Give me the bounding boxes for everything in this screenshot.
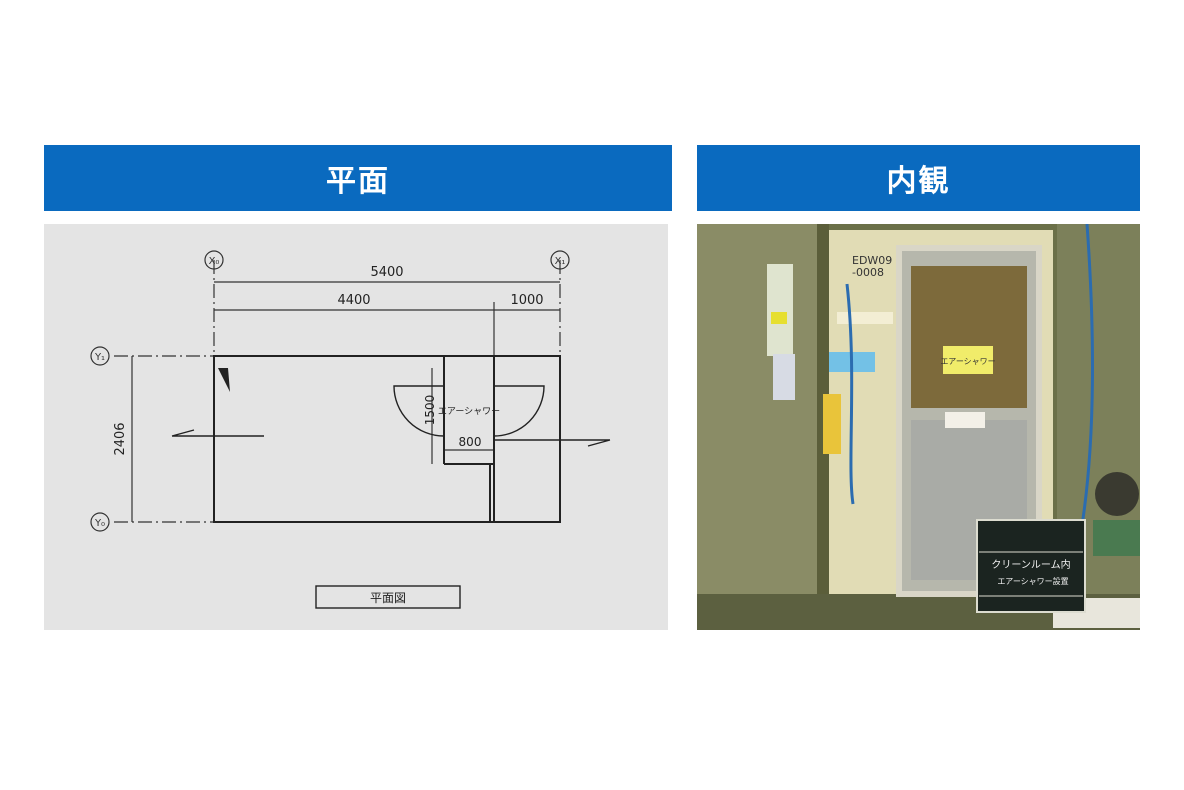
- room-outline: [213, 355, 561, 523]
- blackboard-line-2: エアーシャワー設置: [997, 576, 1068, 586]
- interior-panel-header: 内観: [697, 145, 1140, 211]
- grid-marker-x0: [204, 250, 224, 270]
- plan-caption: 平面図: [370, 591, 406, 605]
- floor-plan-drawing: X₀ X₁ Y₁ Y₀ 5400 4400 1000 2406 1500 800…: [44, 224, 668, 630]
- door-sign-text: エアーシャワー: [940, 357, 995, 366]
- grid-marker-y0: [90, 512, 110, 532]
- dim-side: 1000: [510, 293, 543, 308]
- door-code-line-1: EDW09: [852, 254, 892, 267]
- grid-label-y0: Y₀: [94, 518, 105, 529]
- dim-height: 2406: [113, 422, 128, 455]
- grid-marker-x1: [550, 250, 570, 270]
- interior-photo-svg: EDW09 -0008 エアーシャワー クリーンルーム内 エアーシャワー設置: [697, 224, 1140, 630]
- grid-label-y1: Y₁: [94, 352, 105, 363]
- booth-door-right: [493, 385, 545, 437]
- interior-panel-title: 内観: [886, 164, 951, 199]
- floor-plan-svg: X₀ X₁ Y₁ Y₀ 5400 4400 1000 2406 1500 800…: [90, 250, 611, 609]
- plan-panel-title: 平面: [326, 164, 390, 199]
- dim-booth-height: 1500: [423, 395, 437, 426]
- dim-total: 5400: [370, 265, 403, 280]
- dim-booth-width: 800: [459, 435, 482, 449]
- plan-caption-box: [315, 585, 461, 609]
- interior-photo: EDW09 -0008 エアーシャワー クリーンルーム内 エアーシャワー設置: [697, 224, 1140, 630]
- dim-main: 4400: [337, 293, 370, 308]
- blackboard-line-1: クリーンルーム内: [991, 558, 1070, 571]
- grid-marker-y1: [90, 346, 110, 366]
- booth-label: エアーシャワー: [438, 407, 500, 417]
- booth-door-left: [393, 385, 445, 437]
- door-code-line-2: -0008: [852, 266, 884, 279]
- grid-label-x1: X₁: [555, 256, 566, 267]
- plan-panel-header: 平面: [44, 145, 672, 211]
- photo-blackboard: [976, 519, 1086, 613]
- grid-label-x0: X₀: [209, 256, 220, 267]
